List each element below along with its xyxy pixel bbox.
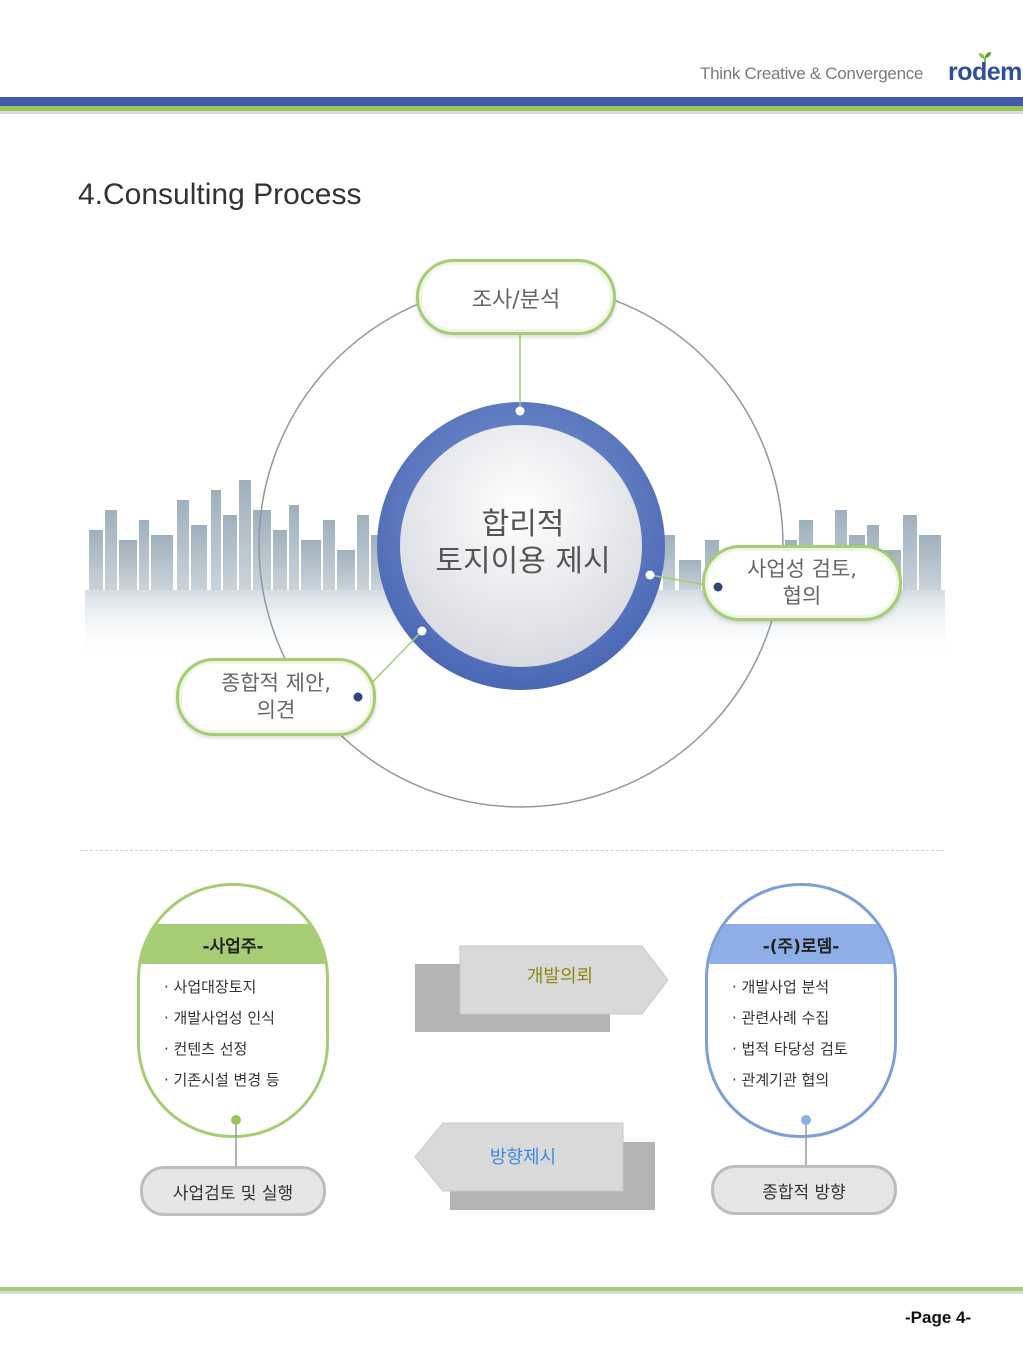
header-tagline: Think Creative & Convergence — [700, 64, 924, 83]
center-disc — [400, 425, 642, 667]
section-divider — [80, 850, 944, 851]
direction-arrow — [414, 1122, 624, 1192]
client-dot — [231, 1115, 241, 1125]
request-arrow — [459, 945, 669, 1015]
company-result-tag: 종합적 방향 — [711, 1165, 897, 1215]
company-list: 개발사업 분석 관련사례 수집 법적 타당성 검토 관계기관 협의 — [732, 972, 848, 1096]
node-dots — [353, 582, 723, 702]
page-number: -Page 4- — [905, 1308, 972, 1327]
header-band-green — [0, 106, 1023, 111]
center-label: 합리적 토지이용 제시 — [405, 506, 641, 580]
client-list: 사업대장토지 개발사업성 인식 컨텐츠 선정 기존시설 변경 등 — [164, 972, 280, 1096]
cycle-diagram — [258, 282, 784, 808]
center-label-line1: 합리적 — [481, 507, 565, 542]
company-title: -(주)로뎀- — [708, 924, 894, 964]
dot-left-inner — [417, 626, 427, 636]
client-title: -사업주- — [140, 924, 326, 964]
page-title: 4.Consulting Process — [78, 178, 362, 211]
list-item: 사업대장토지 — [164, 972, 280, 1003]
sprout-icon — [979, 52, 991, 66]
brand-logo: rodem — [948, 58, 1022, 86]
node-research-label: 조사/분석 — [471, 288, 561, 313]
direction-label: 방향제시 — [489, 1147, 557, 1168]
node-feasibility: 사업성 검토, 협의 — [702, 545, 902, 621]
node-proposal-line1: 종합적 제안, — [221, 671, 331, 695]
request-arrow-shadow-tip — [595, 1017, 610, 1032]
list-item: 관계기관 협의 — [732, 1065, 848, 1096]
header-band-gray — [0, 111, 1023, 114]
list-item: 관련사례 수집 — [732, 1003, 848, 1034]
client-result-tag: 사업검토 및 실행 — [140, 1166, 326, 1216]
footer-band-green — [0, 1287, 1023, 1291]
node-proposal-line2: 의견 — [256, 698, 296, 722]
node-proposal: 종합적 제안, 의견 — [176, 658, 376, 736]
list-item: 기존시설 변경 등 — [164, 1065, 280, 1096]
node-research: 조사/분석 — [416, 259, 616, 335]
footer-band-gray — [0, 1291, 1023, 1294]
client-result-label: 사업검토 및 실행 — [172, 1183, 294, 1204]
center-label-line2: 토지이용 제시 — [435, 544, 611, 579]
list-item: 개발사업성 인식 — [164, 1003, 280, 1034]
company-capsule: -(주)로뎀- 개발사업 분석 관련사례 수집 법적 타당성 검토 관계기관 협… — [705, 883, 897, 1138]
dot-right-inner — [645, 570, 655, 580]
dot-right-outer — [713, 582, 723, 592]
list-item: 개발사업 분석 — [732, 972, 848, 1003]
company-dot — [801, 1115, 811, 1125]
client-capsule: -사업주- 사업대장토지 개발사업성 인식 컨텐츠 선정 기존시설 변경 등 — [137, 883, 329, 1138]
node-feasibility-line1: 사업성 검토, — [747, 557, 857, 581]
dot-top-inner — [515, 406, 525, 416]
list-item: 컨텐츠 선정 — [164, 1034, 280, 1065]
dot-left-outer — [353, 692, 363, 702]
exchange-arrows — [231, 945, 811, 1210]
company-result-label: 종합적 방향 — [762, 1182, 846, 1203]
request-label: 개발의뢰 — [526, 966, 594, 987]
node-feasibility-line2: 협의 — [782, 584, 822, 608]
header-band-blue — [0, 97, 1023, 106]
list-item: 법적 타당성 검토 — [732, 1034, 848, 1065]
